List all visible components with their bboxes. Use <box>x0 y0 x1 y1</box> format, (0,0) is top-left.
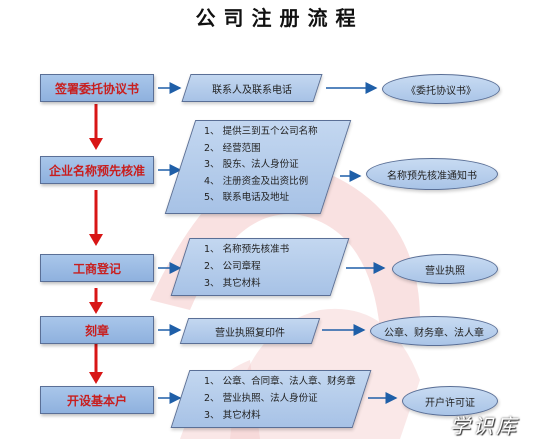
material-box: 营业执照复印件 <box>179 318 321 344</box>
down-arrow-head <box>89 234 103 246</box>
result-oval: 公章、财务章、法人章 <box>370 316 498 346</box>
material-text: 联系人及联系电话 <box>212 84 292 96</box>
material-line: 1、 公章、合同章、法人章、财务章 <box>204 376 356 387</box>
result-oval: 营业执照 <box>392 254 498 284</box>
step-box: 工商登记 <box>40 254 154 282</box>
material-line: 1、 提供三到五个公司名称 <box>204 126 318 137</box>
material-line: 4、 注册资金及出资比例 <box>204 175 309 187</box>
step-box: 开设基本户 <box>40 386 154 414</box>
material-line: 3、 其它材料 <box>204 410 261 421</box>
watermark-text: 学识库 <box>450 414 519 438</box>
material-box: 1、 名称预先核准书 2、 公司章程 3、 其它材料 <box>170 238 350 296</box>
material-line: 2、 经营范围 <box>204 142 261 154</box>
material-line: 1、 名称预先核准书 <box>204 244 290 255</box>
step-box: 刻章 <box>40 316 154 344</box>
material-line: 3、 股东、法人身份证 <box>204 159 299 170</box>
result-oval: 《委托协议书》 <box>382 74 500 104</box>
down-arrow-head <box>89 138 103 150</box>
page-title: 公司注册流程 <box>195 6 364 30</box>
material-box: 联系人及联系电话 <box>181 74 323 102</box>
material-box: 1、 提供三到五个公司名称 2、 经营范围 3、 股东、法人身份证 4、 注册资… <box>164 120 352 214</box>
down-arrow-head <box>89 302 103 314</box>
step-box: 签署委托协议书 <box>40 74 154 102</box>
result-oval: 开户许可证 <box>402 386 498 416</box>
step-box: 企业名称预先核准 <box>40 156 154 184</box>
material-box: 1、 公章、合同章、法人章、财务章 2、 营业执照、法人身份证 3、 其它材料 <box>170 370 372 428</box>
material-line: 5、 联系电话及地址 <box>204 192 290 203</box>
result-oval: 名称预先核准通知书 <box>366 158 498 190</box>
material-line: 3、 其它材料 <box>204 278 261 289</box>
material-line: 2、 公司章程 <box>204 261 261 272</box>
material-text: 营业执照复印件 <box>215 327 285 339</box>
material-line: 2、 营业执照、法人身份证 <box>204 393 318 404</box>
down-arrow-head <box>89 372 103 384</box>
